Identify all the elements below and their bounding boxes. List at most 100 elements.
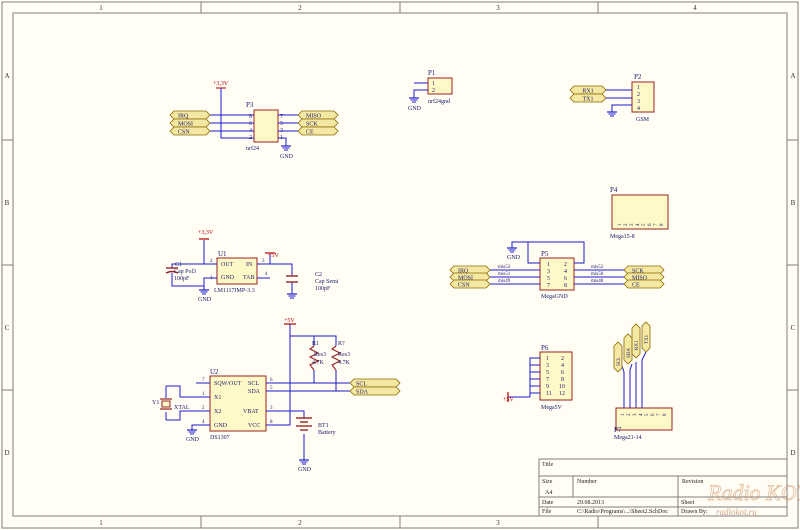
net-port-mosi-p3[interactable]: MOSI bbox=[169, 118, 211, 128]
svg-text:MISO: MISO bbox=[306, 114, 322, 120]
connector-p6[interactable]: P6 1 3 5 7 9 11 2 4 6 8 10 12 Mega5V bbox=[539, 344, 573, 411]
u2-pinnum-8: 8 bbox=[270, 420, 273, 425]
r2-value: 4.7K bbox=[338, 360, 351, 366]
p6-ref: P6 bbox=[541, 344, 549, 352]
p7-pin-7: 7 bbox=[657, 413, 662, 416]
p6-pin-12: 12 bbox=[559, 391, 565, 397]
u2-ref: U2 bbox=[210, 368, 219, 376]
p1-name: nrf24gnd bbox=[428, 98, 450, 105]
net-port-tx1-p7[interactable]: TX1 bbox=[641, 321, 651, 353]
p3-ref: P3 bbox=[246, 101, 254, 109]
u2-pin-x2: X2 bbox=[214, 409, 221, 415]
rtc-u2[interactable]: U2 SQW/OUT X1 X2 GND SCL SDA VBAT VCC DS… bbox=[209, 368, 267, 441]
p4-pin-8: 8 bbox=[660, 223, 665, 226]
col-label-3-bottom: 3 bbox=[496, 519, 500, 527]
connector-p4[interactable]: P4 1 2 3 4 5 6 7 8 Mega15-8 bbox=[610, 186, 669, 240]
net-port-sda-u2[interactable]: SDA bbox=[349, 386, 401, 396]
svg-text:CSN: CSN bbox=[178, 130, 190, 136]
net-port-sck-p3[interactable]: SCK bbox=[297, 118, 339, 128]
svg-text:SCK: SCK bbox=[306, 122, 318, 128]
connector-p1[interactable]: P1 1 2 nrf24gnd bbox=[427, 69, 453, 105]
svg-text:IRQ: IRQ bbox=[458, 269, 469, 275]
row-label-d: D bbox=[4, 449, 9, 457]
p1-gnd-label: GND bbox=[408, 106, 422, 112]
p7-pin-5: 5 bbox=[645, 413, 650, 416]
col-label-4: 4 bbox=[693, 4, 697, 12]
net-port-scl-p7[interactable]: SCL bbox=[613, 341, 623, 373]
u2-pin-gnd: GND bbox=[214, 423, 228, 429]
bt1-name: Battery bbox=[318, 430, 336, 436]
resistor-r2[interactable]: R? Res3 4.7K bbox=[330, 341, 351, 371]
watermark-logo: Radio KOT radiokot.ru bbox=[707, 480, 800, 517]
u2-pin-vbat: VBAT bbox=[243, 409, 259, 415]
net-port-scl-u2[interactable]: SCL bbox=[349, 378, 401, 388]
p5-pin-6: 6 bbox=[564, 276, 567, 282]
svg-text:SDA: SDA bbox=[356, 390, 369, 396]
p7-pin-8: 8 bbox=[663, 413, 668, 416]
p3-name: nrf24 bbox=[246, 145, 259, 152]
row-label-d-right: D bbox=[790, 449, 795, 457]
u2-pin-vcc: VCC bbox=[248, 423, 260, 429]
p2-name: GSM bbox=[636, 117, 650, 123]
capacitor-c1[interactable]: C1 Cap Pol3 100pF bbox=[165, 262, 196, 282]
date-label: Date bbox=[542, 500, 554, 506]
col-label-3: 3 bbox=[496, 4, 500, 12]
y1-ref: Y1 bbox=[152, 400, 159, 406]
connector-p7[interactable]: P7 1 2 3 4 5 6 7 8 Mega21-14 bbox=[614, 407, 673, 441]
date-value: 29.08.2013 bbox=[577, 500, 604, 506]
file-value: C:\Radio\Programs\...\Sheet2.SchDoc bbox=[577, 509, 668, 515]
p7-pin-2: 2 bbox=[627, 413, 632, 416]
bt1-ref: BT1 bbox=[318, 423, 329, 429]
c1-value: 100pF bbox=[174, 276, 190, 282]
p6-name: Mega5V bbox=[541, 405, 563, 411]
p6-pin-3: 3 bbox=[546, 363, 549, 369]
p3-pin-8: 8 bbox=[249, 114, 252, 120]
r2-name: Res3 bbox=[338, 352, 350, 358]
p4-pin-2: 2 bbox=[624, 223, 629, 226]
c1-name: Cap Pol3 bbox=[174, 269, 196, 275]
p7-pin-6: 6 bbox=[651, 413, 656, 416]
col-label-2: 2 bbox=[298, 4, 302, 12]
svg-text:SCL: SCL bbox=[617, 357, 622, 366]
regulator-u1[interactable]: U1 OUT IN GND TAB LM1117IMP-3.3 bbox=[214, 250, 258, 294]
net-port-ce-p5[interactable]: CE bbox=[623, 279, 665, 289]
r1-name: Res3 bbox=[314, 352, 326, 358]
file-label: File bbox=[542, 509, 552, 515]
net-port-miso-p3[interactable]: MISO bbox=[297, 110, 339, 120]
c1-ref: C1 bbox=[175, 262, 182, 268]
p4-pin-6: 6 bbox=[648, 223, 653, 226]
connector-p2[interactable]: P2 1 2 3 4 GSM bbox=[631, 73, 655, 123]
p7-pin-4: 4 bbox=[639, 413, 644, 416]
u2-pinnum-4: 4 bbox=[202, 420, 205, 425]
p1-pin-2: 2 bbox=[432, 88, 435, 94]
connector-p5[interactable]: P5 1 3 5 7 2 4 6 8 MegaGND bbox=[539, 250, 575, 300]
p3-power-label: +3,3V bbox=[213, 81, 229, 87]
p5-pin-3: 3 bbox=[547, 269, 550, 275]
net-port-sda-p7[interactable]: SDA bbox=[623, 333, 633, 365]
net-port-ce-p3[interactable]: CE bbox=[297, 126, 339, 136]
p1-ref: P1 bbox=[428, 69, 436, 77]
u1-pinnum-in: 3 bbox=[262, 259, 265, 264]
row-label-b: B bbox=[5, 199, 10, 207]
connector-p3[interactable]: P3 8 6 4 2 7 5 3 1 nrf24 bbox=[246, 101, 283, 152]
net-port-irq-p3[interactable]: IRQ bbox=[169, 110, 211, 120]
net-port-tx1-p2[interactable]: TX1 bbox=[569, 93, 607, 103]
row-label-a: A bbox=[4, 72, 9, 80]
resistor-r1[interactable]: R1 Res3 4.7K bbox=[308, 341, 326, 371]
rail-plus5-label: +5V bbox=[284, 318, 295, 324]
net-port-csn-p3[interactable]: CSN bbox=[169, 126, 211, 136]
size-value: A4 bbox=[545, 490, 552, 496]
battery-bt1[interactable]: BT1 Battery bbox=[296, 417, 336, 436]
bt1-gnd-label: GND bbox=[298, 467, 312, 473]
crystal-y1[interactable]: Y1 XTAL bbox=[152, 386, 190, 420]
net-port-rx1-p2[interactable]: RX1 bbox=[569, 85, 607, 95]
net-port-rx1-p7[interactable]: RX1 bbox=[631, 323, 641, 359]
svg-text:TX1: TX1 bbox=[645, 334, 650, 344]
net-port-csn-p5[interactable]: CSN bbox=[449, 279, 491, 289]
p6-pin-11: 11 bbox=[546, 391, 552, 397]
u1-pin-gnd: GND bbox=[221, 275, 235, 281]
row-label-c: C bbox=[5, 324, 10, 332]
capacitor-c2[interactable]: C2 Cap Semi 100pF bbox=[286, 272, 339, 292]
p5-pin-2: 2 bbox=[564, 262, 567, 268]
